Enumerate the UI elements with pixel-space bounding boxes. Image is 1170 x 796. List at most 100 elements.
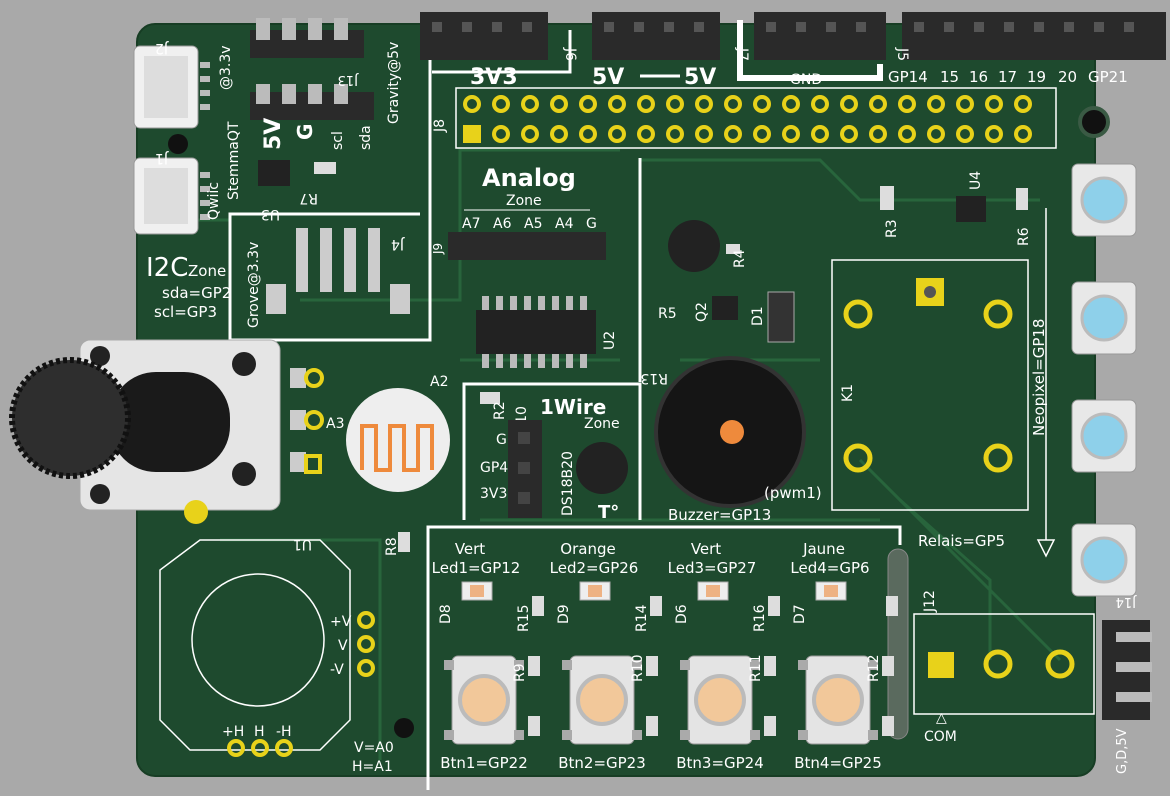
joystick-v: V [338, 638, 348, 654]
ds18b20-sensor [576, 442, 628, 494]
label-15: 15 [940, 68, 959, 86]
j13-header [250, 18, 374, 120]
j8-pad [927, 125, 945, 143]
analog-title: Analog [482, 164, 576, 192]
push-button [562, 655, 642, 745]
analog-pin-label: A6 [493, 216, 512, 232]
button-gpio-label: Btn1=GP22 [440, 754, 528, 772]
j8-pad [840, 95, 858, 113]
j8-pad [463, 125, 481, 143]
j8-pad [811, 95, 829, 113]
neopixel-led [1071, 399, 1137, 473]
j8-pad [637, 125, 655, 143]
j8-pad [608, 95, 626, 113]
stemma-label: StemmaQT [226, 121, 242, 200]
u2-pin [580, 354, 587, 368]
r6-label: R6 [1016, 227, 1032, 246]
led-gpio-label: Led3=GP27 [668, 559, 757, 577]
j8-pad [695, 125, 713, 143]
j8-pad [550, 95, 568, 113]
j8-pad [927, 95, 945, 113]
potentiometer [9, 339, 324, 524]
j8-pad [724, 125, 742, 143]
mounting-hole [394, 718, 414, 738]
j8-pad [724, 95, 742, 113]
u3-chip [258, 160, 290, 186]
j5-label: J5 [894, 47, 910, 61]
u2-pin [482, 354, 489, 368]
d1-diode [767, 291, 795, 343]
q2-chip [712, 296, 738, 320]
j8-pad [463, 95, 481, 113]
j8-pad [666, 95, 684, 113]
label-gnd: GND [790, 72, 822, 88]
i2c-zone: Zone [188, 262, 226, 280]
buzzer-pwm: (pwm1) [764, 484, 822, 502]
joystick-h: H [254, 724, 265, 740]
onewire-3v3: 3V3 [480, 486, 507, 502]
j12-com: COM [924, 729, 957, 745]
u2-chip [476, 310, 596, 354]
qwiic-label: Qwiic [206, 182, 222, 220]
j8-pad [956, 95, 974, 113]
joystick-va0: V=A0 [354, 740, 394, 756]
led-ref-label: D7 [792, 604, 808, 624]
resistor-label: R16 [752, 604, 768, 632]
button-gpio-label: Btn4=GP25 [794, 754, 882, 772]
analog-pin-label: A4 [555, 216, 574, 232]
j8-pad [492, 125, 510, 143]
u2-pin [496, 296, 503, 310]
u2-pin [566, 354, 573, 368]
j8-pad [840, 125, 858, 143]
joystick-vminus: -V [330, 662, 344, 678]
j8-pad [753, 125, 771, 143]
j8-pad [753, 95, 771, 113]
label-20: 20 [1058, 68, 1077, 86]
r13-label: R13 [640, 370, 668, 386]
onewire-g: G [496, 432, 507, 448]
led-color-label: Orange [560, 540, 615, 558]
j8-pad [521, 125, 539, 143]
j9-label: J9 [431, 243, 445, 255]
grove-connector [266, 228, 410, 314]
u4-chip [956, 196, 986, 222]
pin-g-label: G [293, 124, 317, 140]
light-sensor [346, 388, 450, 492]
d1-label: D1 [750, 306, 766, 326]
j8-pad [492, 95, 510, 113]
onewire-gp4: GP4 [480, 460, 508, 476]
label-19: 19 [1027, 68, 1046, 86]
r2-resistor [480, 392, 500, 404]
u2-pin [524, 354, 531, 368]
label-5v-b: 5V [684, 65, 716, 90]
neopixel-led [1071, 163, 1137, 237]
led-ref-label: D6 [674, 604, 690, 624]
neopixel-leds [1071, 163, 1137, 597]
label-gp21: GP21 [1088, 68, 1128, 86]
a2-label: A2 [430, 374, 448, 390]
u3-label: U3 [261, 206, 280, 222]
r8-resistor [398, 532, 410, 552]
neopixel-label: Neopixel=GP18 [1030, 319, 1048, 436]
push-button [798, 655, 878, 745]
relay-label: Relais=GP5 [918, 532, 1005, 550]
u2-pin [538, 354, 545, 368]
u2-pin [524, 296, 531, 310]
j8-pad [869, 95, 887, 113]
j12-triangle: △ [936, 710, 947, 726]
j8-pad [579, 95, 597, 113]
j8-header [455, 87, 1057, 149]
q2-label: Q2 [694, 302, 710, 322]
i2c-title: I2C [146, 253, 188, 283]
j1-label: J1 [155, 150, 169, 166]
r4-label: R4 [732, 249, 748, 268]
label-17: 17 [998, 68, 1017, 86]
u2-pin [510, 296, 517, 310]
r3-label: R3 [884, 219, 900, 238]
qwiic-voltage-label: @3.3v [218, 45, 234, 90]
buzzer-label: Buzzer=GP13 [668, 506, 771, 524]
led-color-label: Jaune [802, 540, 845, 558]
